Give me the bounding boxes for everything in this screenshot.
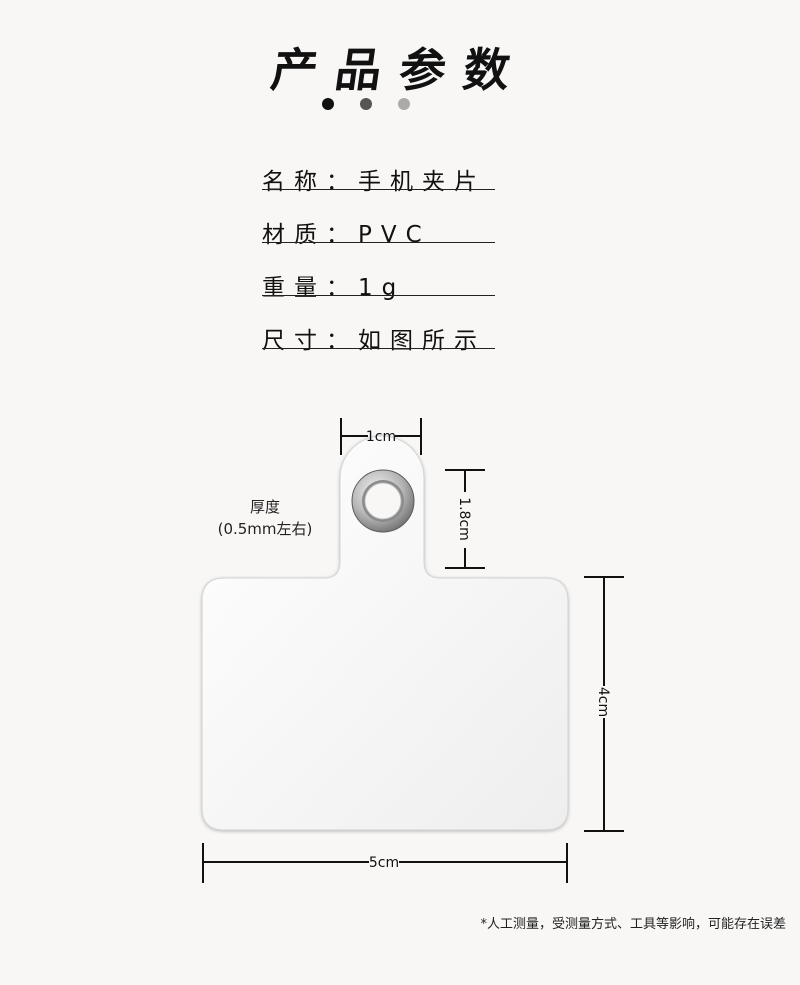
param-label: 名称 [262,169,326,195]
dot-1 [322,98,334,110]
param-underline [262,189,495,190]
param-underline [262,348,495,349]
thickness-label: 厚度 [249,498,280,516]
param-label: 重量 [262,275,326,301]
dim-body-width-label: 5cm [369,855,399,871]
decorative-dots [322,98,410,110]
param-separator: ： [326,328,358,354]
param-row-name: 名称：手机夹片 [262,160,495,213]
dim-body-height [584,576,624,832]
param-underline [262,295,495,296]
param-text: 名称：手机夹片 [262,162,486,196]
param-text: 重量：1g [262,268,405,302]
param-value: 手机夹片 [358,169,486,195]
param-separator: ： [326,169,358,195]
param-value: PVC [358,222,431,248]
eyelet-inner [364,482,402,520]
param-row-weight: 重量：1g [262,266,495,319]
dim-tab-width-label: 1cm [366,429,396,445]
param-text: 材质：PVC [262,215,431,249]
thickness-note: 厚度 (0.5mm左右) [205,496,325,540]
dot-2 [360,98,372,110]
param-separator: ： [326,222,358,248]
dim-tab-height [445,469,485,569]
param-list: 名称：手机夹片 材质：PVC 重量：1g 尺寸：如图所示 [262,160,495,372]
dot-3 [398,98,410,110]
dim-tab-height-label: 1.8cm [456,497,472,541]
dim-body-width [202,843,568,883]
param-text: 尺寸：如图所示 [262,321,486,355]
param-separator: ： [326,275,358,301]
param-label: 尺寸 [262,328,326,354]
param-label: 材质 [262,222,326,248]
phone-tether-card [201,435,569,831]
param-row-material: 材质：PVC [262,213,495,266]
measurement-footnote: *人工测量，受测量方式、工具等影响，可能存在误差 [480,917,786,932]
thickness-value: (0.5mm左右) [217,520,313,538]
param-row-size: 尺寸：如图所示 [262,319,495,372]
param-underline [262,242,495,243]
dim-tab-width [340,418,422,455]
param-value: 1g [358,275,406,301]
param-value: 如图所示 [358,328,486,354]
dim-body-height-label: 4cm [595,687,611,717]
